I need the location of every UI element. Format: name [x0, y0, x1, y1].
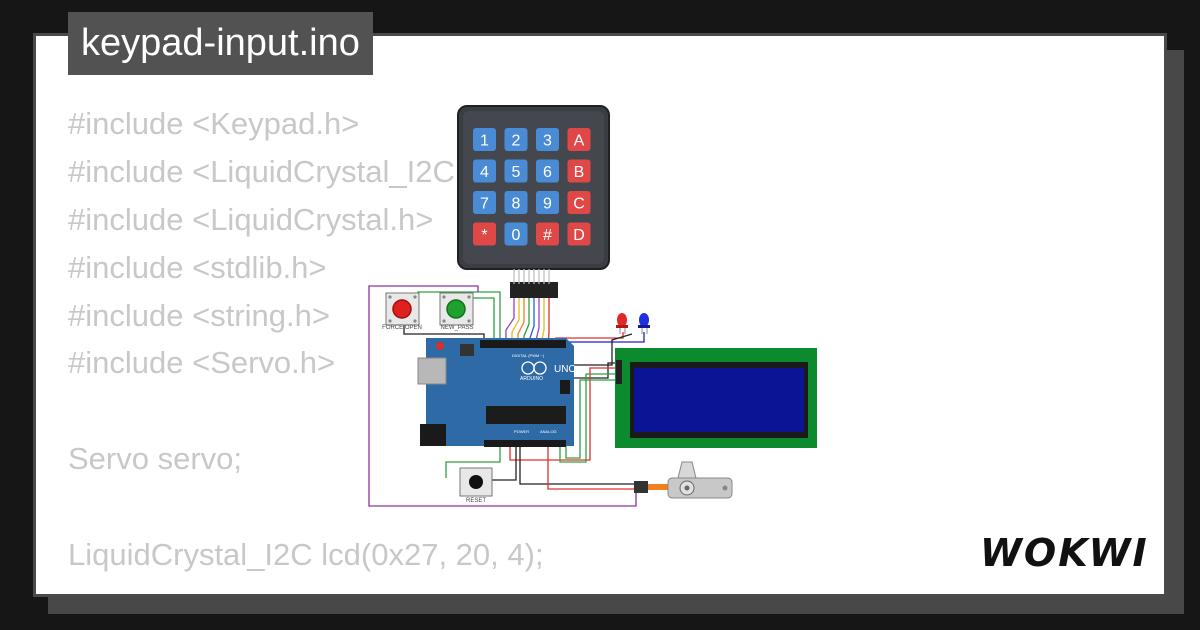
keypad-key-label: #	[543, 227, 552, 244]
keypad-key[interactable]: 6	[536, 159, 559, 183]
wire-lcd-gnd	[568, 362, 620, 379]
keypad-key-label: A	[574, 133, 585, 150]
code-line: #include <LiquidCrystal_I2C.h>	[68, 153, 499, 189]
code-line: Servo servo;	[68, 441, 243, 477]
board-model: UNO	[554, 364, 576, 375]
keypad-key-label: D	[573, 227, 585, 244]
keypad-key-label: 8	[512, 196, 521, 213]
keypad-key-label: 5	[512, 164, 521, 181]
code-line: #include <Keypad.h>	[68, 106, 360, 141]
keypad-key-label: B	[574, 164, 585, 181]
led-blue	[638, 313, 650, 334]
analog-header	[484, 440, 566, 447]
wire-servo-gnd	[519, 446, 636, 485]
keypad-key-label: 2	[512, 133, 521, 150]
keypad-keys: 1 2 3 A 4 5 6 B 7 8 9 C * 0 # D	[473, 128, 591, 246]
analog-label: ANALOG	[540, 429, 557, 434]
keypad-key-label: C	[573, 196, 585, 213]
reset-label: RESET	[466, 498, 486, 504]
keypad-key-label: 3	[543, 133, 552, 150]
filename-tag: keypad-input.ino	[68, 12, 373, 75]
keypad-key[interactable]: *	[473, 222, 496, 246]
keypad-key[interactable]: 7	[473, 191, 496, 214]
usb-port	[417, 357, 447, 385]
keypad-key[interactable]: C	[567, 191, 591, 214]
code-line: #include <LiquidCrystal.h>	[68, 201, 434, 237]
keypad-key-label: 0	[512, 227, 521, 244]
keypad-key-label: 4	[480, 164, 489, 181]
wokwi-logo: WOKWI	[980, 531, 1149, 575]
digital-label: DIGITAL (PWM ~)	[512, 353, 545, 358]
led-red	[616, 313, 628, 334]
atmega-chip	[486, 406, 566, 424]
keypad-key[interactable]: 9	[536, 191, 559, 214]
code-line: #include <stdlib.h>	[68, 249, 327, 285]
keypad-key-label: *	[481, 227, 487, 244]
power-jack	[420, 424, 446, 446]
keypad-key[interactable]: B	[567, 159, 591, 183]
board-brand: ARDUINO	[520, 376, 543, 382]
keypad-key[interactable]: #	[536, 222, 559, 246]
keypad-key[interactable]: 2	[504, 128, 528, 151]
reset-button[interactable]: RESET	[459, 467, 493, 504]
keypad-key-label: 1	[480, 133, 489, 150]
wire-lcd-sda	[559, 373, 620, 463]
keypad-key[interactable]: 1	[473, 128, 496, 151]
keypad-key-label: 9	[543, 196, 552, 213]
code-listing: #include <Keypad.h> #include <LiquidCryst…	[68, 100, 544, 579]
keypad-key[interactable]: 4	[473, 159, 496, 183]
new-pass-button[interactable]: NEW_PASS	[439, 292, 474, 331]
digital-header	[480, 340, 566, 348]
keypad-key[interactable]: 3	[536, 128, 559, 151]
keypad: 1 2 3 A 4 5 6 B 7 8 9 C * 0 # D	[457, 105, 610, 298]
force-open-button[interactable]: FORCE OPEN	[382, 292, 422, 331]
wire-lcd-scl	[565, 379, 620, 459]
keypad-key[interactable]: 0	[504, 222, 528, 246]
wokwi-logo-text: WOKWI	[980, 531, 1149, 575]
wire-reset-pin	[492, 446, 517, 481]
wire-servo-vcc	[547, 446, 636, 490]
wire-lcd-vcc	[509, 367, 620, 461]
keypad-key[interactable]: D	[567, 222, 591, 246]
force-open-label: FORCE OPEN	[382, 325, 422, 331]
keypad-key[interactable]: A	[567, 128, 591, 151]
keypad-key-label: 7	[480, 196, 489, 213]
wire-purple-loop	[368, 285, 637, 507]
wire-led-gnd	[568, 333, 633, 366]
keypad-key[interactable]: 8	[504, 191, 528, 214]
code-line: #include <string.h>	[68, 297, 330, 333]
wire-reset-gnd	[445, 446, 501, 478]
lcd-display	[615, 348, 817, 448]
reset-button-onboard	[436, 342, 444, 350]
power-label: POWER	[514, 429, 529, 434]
keypad-connector	[510, 282, 558, 298]
arduino-uno: UNO ARDUINO DIGITAL (PWM ~) POWER ANALOG	[417, 338, 576, 447]
code-line: LiquidCrystal_I2C lcd(0x27, 20, 4);	[68, 537, 544, 573]
lcd-screen	[634, 368, 804, 432]
keypad-key-label: 6	[543, 164, 552, 181]
servo-motor	[634, 461, 733, 499]
new-pass-label: NEW_PASS	[441, 325, 474, 331]
code-line: #include <Servo.h>	[68, 345, 336, 381]
keypad-key[interactable]: 5	[504, 159, 528, 183]
